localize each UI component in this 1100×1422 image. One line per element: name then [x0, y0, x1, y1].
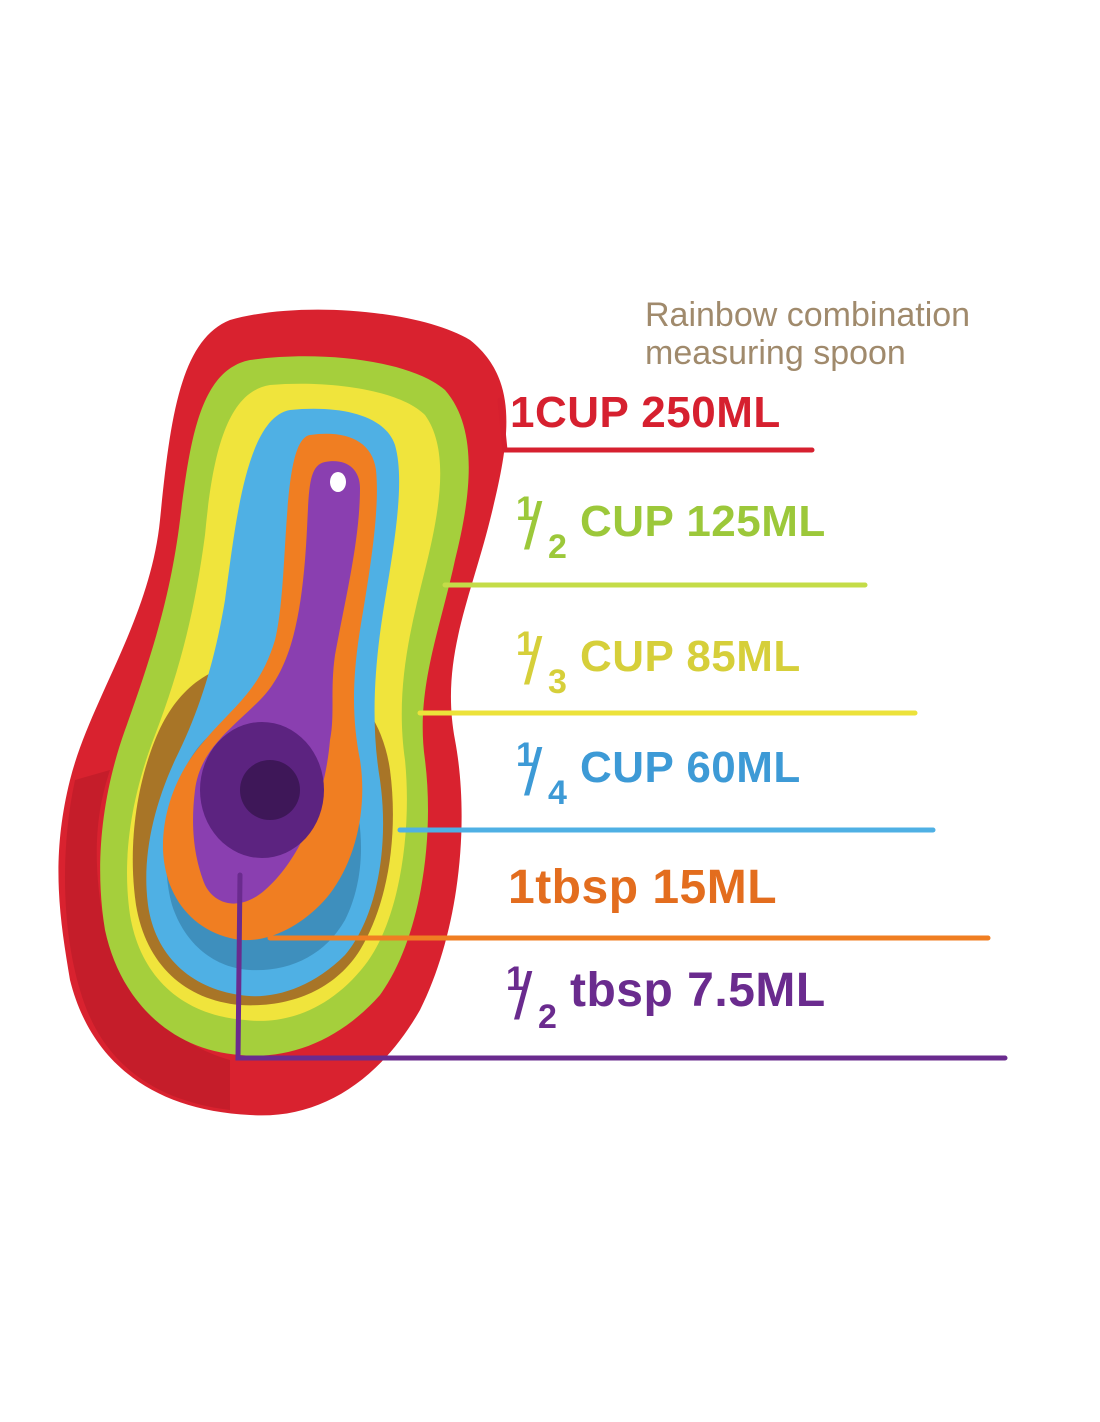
fraction-slash: / — [524, 624, 543, 698]
label-half-tbsp-text: tbsp 7.5ML — [570, 964, 826, 1017]
label-third-cup-text: CUP 85ML — [580, 632, 801, 681]
fraction-slash: / — [514, 959, 533, 1033]
label-1-cup: 1CUP 250ML — [510, 388, 781, 437]
fraction-third: 1 / 3 — [510, 624, 580, 705]
label-half-tbsp: 1 / 2 tbsp 7.5ML — [500, 959, 826, 1040]
leader-line-1cup — [497, 397, 815, 453]
subtitle: Rainbow combination measuring spoon — [645, 296, 971, 372]
fraction-quarter: 1 / 4 — [510, 735, 580, 816]
fraction-denominator: 2 — [538, 998, 558, 1036]
fraction-half: 1 / 2 — [510, 489, 580, 570]
fraction-numerator: 1 — [506, 960, 526, 998]
label-half-cup: 1 / 2 CUP 125ML — [510, 489, 826, 570]
fraction-numerator: 1 — [516, 625, 536, 663]
label-quarter-cup-text: CUP 60ML — [580, 743, 801, 792]
leader-line-half-tbsp — [235, 872, 1008, 1061]
fraction-denominator: 2 — [548, 528, 568, 566]
fraction-denominator: 3 — [548, 663, 568, 701]
fraction-numerator: 1 — [516, 490, 536, 528]
label-1-tbsp: 1tbsp 15ML — [508, 861, 778, 914]
fraction-slash: / — [524, 489, 543, 563]
purple-spoon-hole — [330, 472, 346, 492]
fraction-denominator: 4 — [548, 774, 568, 812]
label-quarter-cup: 1 / 4 CUP 60ML — [510, 735, 801, 816]
fraction-half-tbsp: 1 / 2 — [500, 959, 570, 1040]
red-cup-shadow — [64, 770, 230, 1110]
fraction-slash: / — [524, 735, 543, 809]
purple-spoon-bowl-highlight — [240, 760, 300, 820]
label-half-cup-text: CUP 125ML — [580, 497, 826, 546]
fraction-numerator: 1 — [516, 736, 536, 774]
label-third-cup: 1 / 3 CUP 85ML — [510, 624, 801, 705]
